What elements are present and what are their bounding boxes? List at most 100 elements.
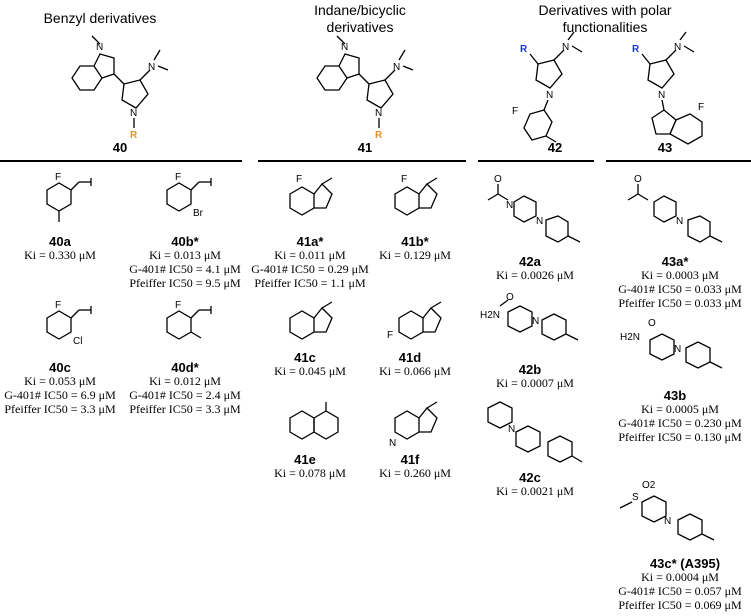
svg-text:S: S (632, 492, 639, 503)
core-41-structure: N N N R (316, 35, 414, 141)
values-41e: Ki = 0.078 μM (274, 466, 346, 480)
header-polar: Derivatives with polar functionalities (538, 2, 672, 35)
compound-label-40d: 40d* (171, 360, 199, 375)
values-42a: Ki = 0.0026 μM (496, 268, 574, 282)
compound-label-40a: 40a (49, 234, 71, 249)
svg-text:H2N: H2N (480, 310, 500, 321)
structure-40d: F (166, 300, 212, 340)
svg-text:F: F (387, 330, 393, 341)
compound-label-41e: 41e (294, 452, 316, 467)
svg-text:O: O (494, 174, 502, 185)
structure-41c (289, 301, 333, 340)
structure-42a: O N N (487, 174, 581, 243)
svg-text:N: N (389, 438, 396, 449)
compound-label-42c: 42c (519, 470, 541, 485)
divider-indane (258, 160, 466, 162)
svg-text:R: R (632, 44, 640, 55)
svg-text:N: N (96, 42, 103, 53)
svg-text:F: F (296, 174, 302, 185)
values-41b: Ki = 0.129 μM (379, 248, 451, 262)
structure-40c: F Cl (46, 300, 92, 347)
svg-text:R: R (520, 44, 528, 55)
svg-text:N: N (674, 344, 681, 355)
svg-text:N: N (532, 316, 539, 327)
values-40a: Ki = 0.330 μM (24, 248, 96, 262)
structure-42b: H2N O N (480, 292, 579, 341)
structure-41f: N (389, 401, 438, 449)
values-41f: Ki = 0.260 μM (379, 466, 451, 480)
svg-text:N: N (674, 42, 681, 53)
compound-label-43a: 43a* (661, 254, 689, 269)
structure-40b: F Br (166, 172, 212, 219)
svg-text:O: O (634, 174, 642, 185)
structure-43c: O2 S N (619, 480, 715, 541)
svg-text:N: N (658, 90, 665, 101)
compound-label-41b: 41b* (401, 234, 429, 249)
values-41d: Ki = 0.066 μM (379, 364, 451, 378)
compound-label-43b: 43b (663, 388, 687, 403)
svg-text:N: N (130, 108, 137, 119)
structure-41e (289, 402, 339, 440)
svg-text:Cl: Cl (73, 336, 82, 347)
structure-43a: O N (627, 174, 723, 243)
compound-label-40c: 40c (49, 360, 71, 375)
svg-text:O2: O2 (642, 480, 656, 491)
compound-label-41c: 41c (294, 350, 316, 365)
svg-text:F: F (175, 172, 181, 183)
svg-text:H2N: H2N (620, 332, 640, 343)
svg-text:N: N (546, 90, 553, 101)
svg-text:F: F (55, 172, 61, 183)
core-label-43: 43 (657, 140, 673, 155)
compound-label-42a: 42a (519, 254, 541, 269)
core-42-structure: R N N F (512, 31, 583, 143)
header-indane: Indane/bicyclic derivatives (314, 2, 406, 35)
svg-text:O: O (648, 318, 656, 329)
structure-43b: H2N O N (620, 318, 723, 369)
structure-41d: F (387, 301, 442, 341)
core-label-42: 42 (547, 140, 563, 155)
svg-text:R: R (375, 130, 383, 141)
svg-text:N: N (148, 62, 155, 73)
values-41c: Ki = 0.045 μM (274, 364, 346, 378)
core-label-40: 40 (112, 140, 128, 155)
compound-label-41a: 41a* (296, 234, 324, 249)
svg-text:O: O (506, 292, 514, 303)
divider-43 (606, 160, 751, 162)
compound-label-41d: 41d (398, 350, 422, 365)
core-40-structure: N N N R (71, 35, 169, 141)
compound-label-42b: 42b (518, 362, 542, 377)
svg-text:N: N (664, 516, 671, 527)
svg-text:N: N (393, 62, 400, 73)
structure-41a: F (289, 174, 333, 216)
svg-text:Br: Br (193, 208, 204, 219)
structure-40a: F (46, 172, 92, 222)
values-42c: Ki = 0.0021 μM (496, 484, 574, 498)
svg-text:R: R (130, 130, 138, 141)
compound-label-40b: 40b* (171, 234, 199, 249)
svg-text:F: F (55, 300, 61, 311)
divider-benzyl (0, 160, 242, 162)
svg-text:N: N (536, 216, 543, 227)
core-label-41: 41 (357, 140, 373, 155)
compound-label-41f: 41f (400, 452, 420, 467)
svg-text:F: F (175, 300, 181, 311)
svg-text:F: F (698, 102, 704, 113)
compound-label-43c: 43c* (A395) (649, 556, 721, 571)
svg-text:N: N (341, 42, 348, 53)
svg-text:N: N (562, 42, 569, 53)
core-43-structure: R N N F (632, 31, 704, 145)
svg-text:F: F (401, 174, 407, 185)
svg-text:N: N (508, 424, 515, 435)
svg-text:N: N (375, 108, 382, 119)
structure-41b: F (394, 174, 438, 216)
svg-text:N: N (506, 200, 513, 211)
structure-42c: N (487, 401, 583, 463)
svg-text:N: N (676, 216, 683, 227)
